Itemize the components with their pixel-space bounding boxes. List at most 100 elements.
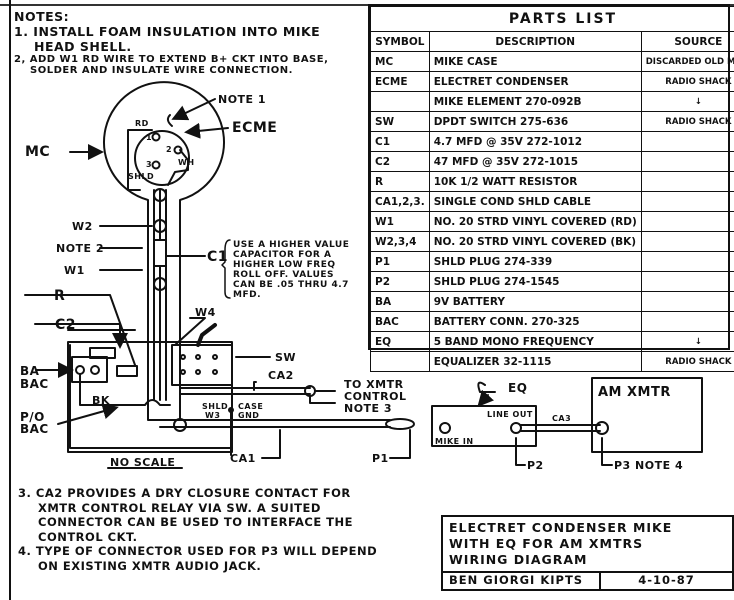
label-eq: EQ	[508, 381, 528, 395]
c1-note-line: ROLL OFF. VALUES	[233, 270, 335, 280]
parts-cell-description: EQUALIZER 32-1115	[428, 351, 642, 372]
label-to-xmtr-2: CONTROL	[344, 390, 407, 403]
label-ca3: CA3	[552, 414, 572, 423]
mike-case-outline	[103, 81, 225, 421]
note-3-line-2: XMTR CONTROL RELAY VIA SW. A SUITED	[38, 500, 321, 515]
note-2-line-1: 2, ADD W1 RD WIRE TO EXTEND B+ CKT INTO …	[14, 54, 329, 65]
xmtr-audio-jack	[595, 421, 609, 435]
switch-contact	[212, 354, 218, 360]
label-am-xmtr: AM XMTR	[598, 385, 671, 400]
c1-note-line: CAN BE .05 THRU 4.7	[233, 280, 349, 290]
label-bac: BAC	[20, 377, 49, 391]
p2-leader	[515, 437, 526, 466]
stem-grommet-bottom	[153, 277, 167, 291]
ca2-control-wire-2	[309, 395, 336, 404]
label-case-gnd-2: GND	[238, 411, 260, 420]
label-to-xmtr-3: NOTE 3	[344, 402, 393, 415]
ecme-pin-2	[173, 145, 183, 155]
battery-connector	[71, 356, 108, 383]
eq-knob-mark	[477, 381, 496, 393]
battery-terminal-pos	[90, 365, 100, 375]
c1-note-line: HIGHER LOW FREQ	[233, 260, 336, 270]
label-w1: W1	[64, 264, 85, 277]
label-no-scale: NO SCALE	[110, 456, 176, 469]
label-ecme: ECME	[232, 120, 278, 136]
resistor-r	[116, 365, 138, 377]
ecme-leader	[184, 122, 229, 139]
label-w2: W2	[72, 220, 93, 233]
parts-cell-symbol: CA1,2,3.	[370, 191, 430, 212]
label-case-gnd-1: CASE	[238, 402, 264, 411]
c1-note-brace	[221, 239, 231, 299]
c1-note-line: CAPACITOR FOR A	[233, 250, 332, 260]
parts-cell-description: 4.7 MFD @ 35V 272-1012	[428, 131, 642, 152]
capacitor-c1	[153, 239, 167, 267]
battery-terminal-neg	[75, 365, 85, 375]
label-c2: C2	[55, 317, 77, 333]
title-block: ELECTRET CONDENSER MIKE WITH EQ FOR AM X…	[441, 515, 734, 591]
title-line-1: ELECTRET CONDENSER MIKE	[449, 520, 673, 535]
label-ca1: CA1	[230, 452, 256, 465]
parts-cell-description: SHLD PLUG 274-1545	[428, 271, 642, 292]
label-note1: NOTE 1	[218, 93, 267, 106]
parts-cell-description: BATTERY CONN. 270-325	[428, 311, 642, 332]
label-pin1: 1	[146, 133, 153, 142]
w4-leader	[174, 317, 206, 346]
label-mike-in: MIKE IN	[435, 437, 474, 446]
notes-heading: NOTES:	[14, 9, 70, 24]
ecme-pin-3	[151, 160, 161, 170]
label-r: R	[54, 288, 66, 304]
switch-contact	[180, 369, 186, 375]
c1-note: USE A HIGHER VALUE CAPACITOR FOR A HIGHE…	[233, 240, 349, 300]
stem-grommet-w2	[153, 219, 167, 233]
label-shld-w3-2: W3	[205, 411, 221, 420]
am-xmtr-box	[591, 377, 703, 453]
stem-grommet-top	[153, 188, 167, 202]
wire-rd	[127, 129, 153, 191]
note-1-line-2: HEAD SHELL.	[34, 39, 132, 54]
notes-bottom: 3. CA2 PROVIDES A DRY CLOSURE CONTACT FO…	[18, 486, 377, 573]
label-shld: SHLD	[128, 172, 155, 181]
author: BEN GIORGI KIPTS	[443, 573, 601, 589]
note-3-line-1: 3. CA2 PROVIDES A DRY CLOSURE CONTACT FO…	[18, 486, 351, 500]
sheet-border-left	[9, 0, 11, 600]
label-mc: MC	[25, 144, 51, 160]
sheet-border-top	[0, 4, 734, 6]
wire-bk	[79, 373, 171, 406]
wire-wh	[167, 149, 189, 186]
parts-cell-description: SHLD PLUG 274-339	[428, 251, 642, 272]
line-out-jack	[510, 422, 522, 434]
w3-grommet	[173, 418, 187, 432]
ca1-leader	[261, 429, 281, 459]
notes-top: NOTES: 1. INSTALL FOAM INSULATION INTO M…	[14, 9, 328, 76]
parts-cell-symbol: EQ	[370, 331, 430, 352]
parts-list-title: PARTS LIST	[370, 6, 734, 32]
switch-toggle	[196, 323, 217, 347]
note-4-line-1: 4. TYPE OF CONNECTOR USED FOR P3 WILL DE…	[18, 544, 378, 558]
case-gnd-point	[228, 407, 234, 413]
switch-contact	[195, 354, 201, 360]
switch-contact	[180, 354, 186, 360]
note-3-line-3: CONNECTOR CAN BE USED TO INTERFACE THE	[38, 515, 354, 529]
p3-leader	[601, 437, 613, 466]
foam-insulation-mark	[166, 114, 173, 127]
label-shld-w3-1: SHLD	[202, 402, 229, 411]
mike-in-jack	[439, 422, 451, 434]
base-housing	[67, 341, 233, 453]
note-3-line-4: CONTROL CKT.	[38, 529, 138, 544]
label-w4: W4	[195, 306, 216, 319]
dpdt-switch	[171, 344, 233, 386]
label-c1: C1	[207, 249, 229, 265]
switch-contact	[212, 369, 218, 375]
parts-cell-description: 9V BATTERY	[428, 291, 642, 312]
switch-contact	[195, 369, 201, 375]
